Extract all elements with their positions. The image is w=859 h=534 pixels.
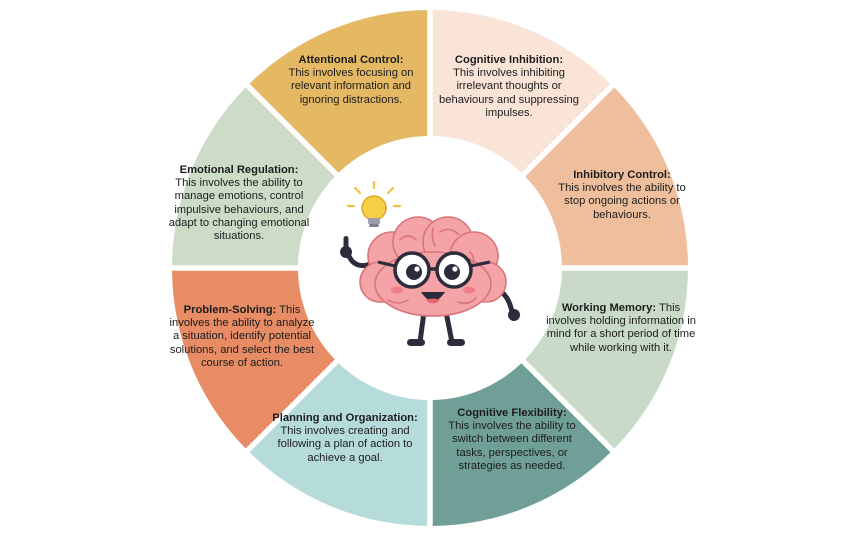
segment-working-memory <box>432 363 611 526</box>
segment-description: This involves the ability to manage emot… <box>168 177 310 243</box>
lightbulb-icon <box>346 180 402 227</box>
segment-text-emotional-regulation: Emotional Regulation: This involves the … <box>164 164 314 243</box>
segment-cognitive-inhibition <box>525 87 688 266</box>
segment-description: This involves focusing on relevant infor… <box>288 67 414 106</box>
segment-planning-organization <box>172 270 335 449</box>
segment-description: This involves the ability to stop ongoin… <box>558 182 686 221</box>
segment-text-attentional-control: Attentional Control: This involves focus… <box>276 54 426 107</box>
segment-title: Inhibitory Control: <box>573 169 671 181</box>
brain-character-icon <box>340 216 520 346</box>
segment-title: Attentional Control: <box>298 54 404 66</box>
segment-text-working-memory: Working Memory: This involves holding in… <box>546 302 696 355</box>
segment-text-planning-organization: Planning and Organization: This involves… <box>270 412 420 465</box>
segment-description: This involves holding information in min… <box>546 302 696 354</box>
segment-title: Cognitive Flexibility: <box>457 407 567 419</box>
segment-title: Cognitive Inhibition: <box>454 54 564 66</box>
segment-description: This involves the ability to analyze a s… <box>169 304 315 369</box>
segment-text-problem-solving: Problem-Solving: This involves the abili… <box>167 304 317 370</box>
segment-description: This involves the ability to switch betw… <box>448 420 576 472</box>
segment-title: Emotional Regulation: <box>179 164 299 176</box>
segment-problem-solving <box>172 87 335 266</box>
segment-title: Planning and Organization: <box>272 412 418 424</box>
segment-title: Working Memory: <box>561 302 657 314</box>
segment-text-cognitive-flexibility: Cognitive Flexibility: This involves the… <box>437 407 587 473</box>
wheel-segments <box>172 10 688 526</box>
segment-text-cognitive-inhibition: Cognitive Inhibition: This involves inhi… <box>434 54 584 120</box>
segment-emotional-regulation <box>249 10 428 173</box>
segment-text-inhibitory-control: Inhibitory Control: This involves the ab… <box>547 169 697 222</box>
segment-cognitive-flexibility <box>249 363 428 526</box>
segment-description: This involves inhibiting irrelevant thou… <box>439 67 579 119</box>
segment-title: Problem-Solving: <box>183 304 277 316</box>
segment-attentional-control <box>432 10 611 173</box>
segment-description: This involves creating and following a p… <box>277 425 413 464</box>
segment-inhibitory-control <box>525 270 688 449</box>
